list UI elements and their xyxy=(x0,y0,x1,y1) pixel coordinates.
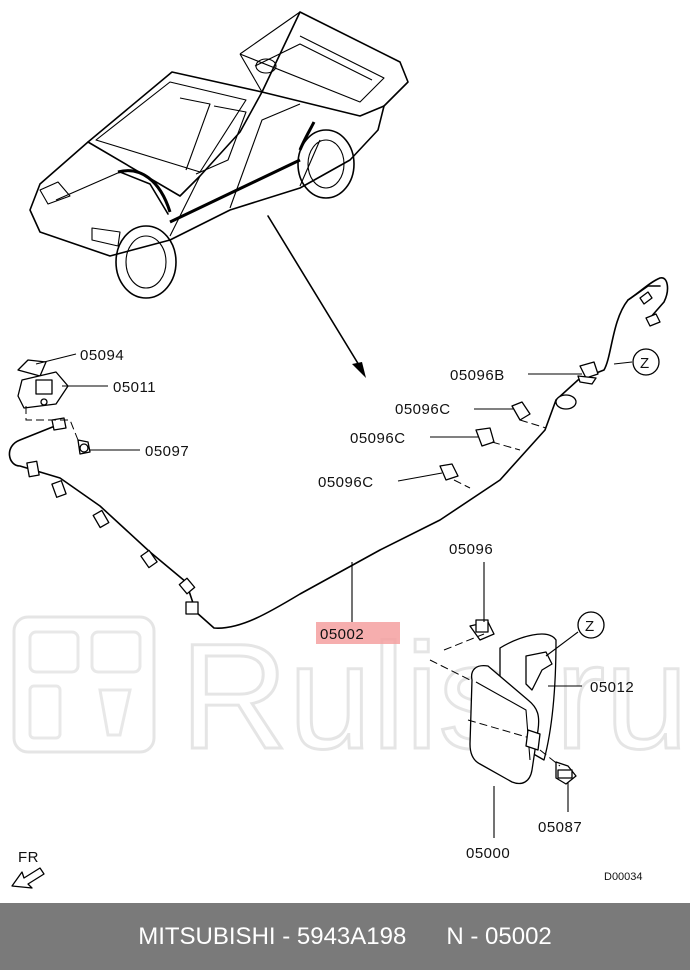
callout-arrow xyxy=(267,215,366,378)
part-label-05012[interactable]: 05012 xyxy=(590,679,634,696)
zone-marker-z-1-label: Z xyxy=(640,355,650,372)
footer-separator-2: - xyxy=(463,922,486,950)
part-label-05000[interactable]: 05000 xyxy=(466,845,510,862)
diagram-reference-code: D00034 xyxy=(604,871,643,883)
part-info-footer: MITSUBISHI - 5943A198 N - 05002 xyxy=(0,903,690,970)
watermark-text: Rulis.ru xyxy=(180,612,688,780)
zone-marker-z-2-label: Z xyxy=(585,618,595,635)
part-label-05011[interactable]: 05011 xyxy=(113,379,156,396)
watermark: Rulis.ru xyxy=(12,611,690,782)
part-label-05097[interactable]: 05097 xyxy=(145,443,189,460)
harness-clips xyxy=(439,361,599,489)
part-label-05096[interactable]: 05096 xyxy=(449,541,493,558)
front-direction-indicator: FR xyxy=(11,849,45,889)
footer-ref: 05002 xyxy=(485,922,552,950)
footer-separator-1: - xyxy=(275,922,297,950)
front-direction-label: FR xyxy=(18,849,39,866)
fuel-lid-assembly xyxy=(429,619,577,785)
leader-lines xyxy=(35,353,633,838)
wiring-harness xyxy=(8,277,669,629)
footer-ref-prefix: N xyxy=(446,922,464,950)
license-lamp-assembly xyxy=(17,359,91,455)
part-label-05087[interactable]: 05087 xyxy=(538,819,582,836)
front-arrow-icon xyxy=(11,867,45,889)
zone-marker-z-1 xyxy=(632,348,660,376)
footer-part-number: 5943A198 xyxy=(296,922,407,950)
part-label-05002[interactable]: 05002 xyxy=(320,626,364,643)
part-label-05096c-2[interactable]: 05096C xyxy=(350,430,406,447)
part-label-05096c-1[interactable]: 05096C xyxy=(395,401,451,418)
exploded-parts-diagram: Rulis.ru xyxy=(8,11,690,889)
footer-gap xyxy=(406,923,446,951)
selected-part-highlight xyxy=(316,622,400,644)
part-label-05096c-3[interactable]: 05096C xyxy=(318,474,374,491)
footer-brand: MITSUBISHI xyxy=(138,922,276,950)
part-label-05096b[interactable]: 05096B xyxy=(450,367,505,384)
vehicle-illustration xyxy=(29,11,409,299)
zone-marker-z-2 xyxy=(577,611,605,639)
part-label-05094[interactable]: 05094 xyxy=(80,347,124,364)
